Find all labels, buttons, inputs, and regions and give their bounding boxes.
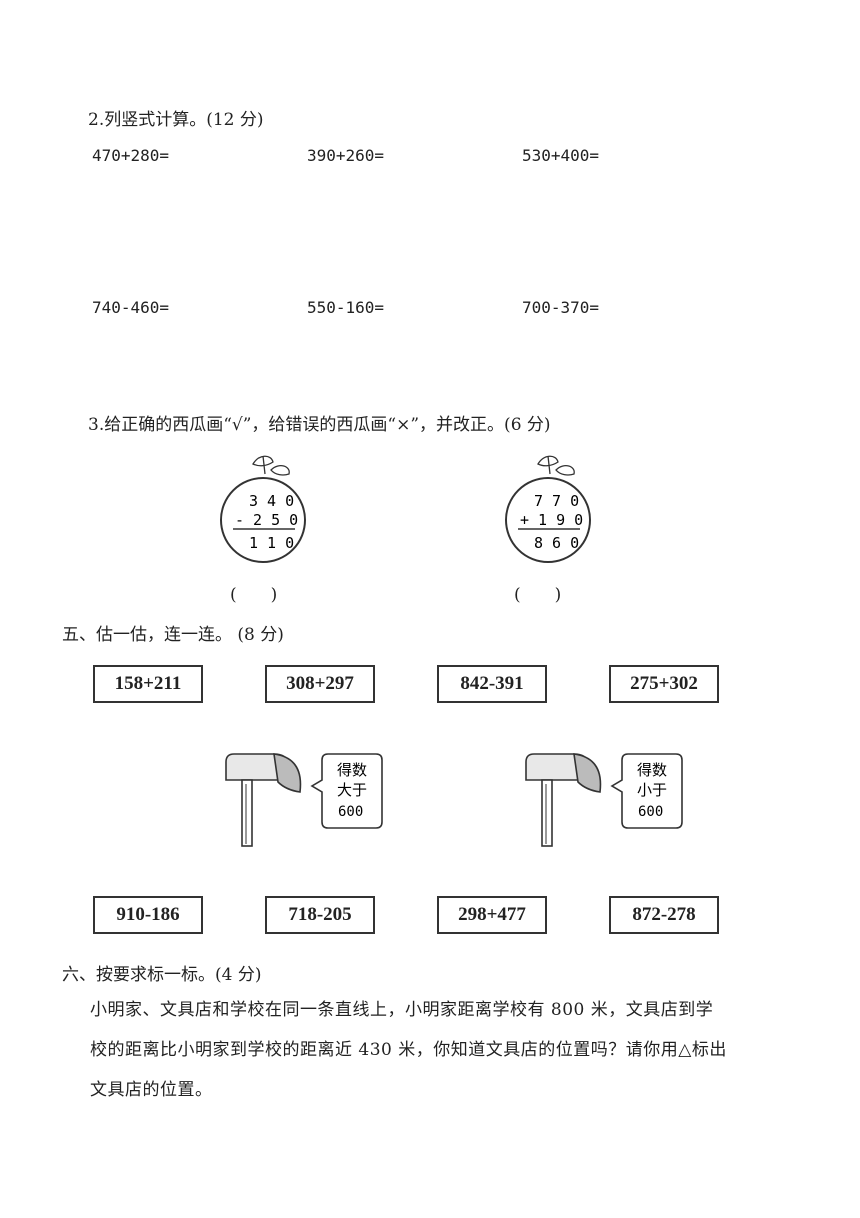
watermelon-2: 7 7 0 + 1 9 0 8 6 0 <box>505 455 591 563</box>
melon-result: 8 6 0 <box>534 534 579 552</box>
mailbox-icon <box>525 753 602 847</box>
expression-box[interactable]: 308+297 <box>265 665 375 703</box>
expression-box[interactable]: 718-205 <box>265 896 375 934</box>
melon-second-number: + 1 9 0 <box>520 511 583 529</box>
svg-text:小于: 小于 <box>637 781 667 799</box>
expression-box[interactable]: 158+211 <box>93 665 203 703</box>
watermelon-1: 3 4 0 - 2 5 0 1 1 0 <box>220 455 306 563</box>
q5-title: 五、估一估，连一连。 (8 分) <box>62 625 284 645</box>
expression-box[interactable]: 298+477 <box>437 896 547 934</box>
melon-result: 1 1 0 <box>249 534 294 552</box>
q6-text-line: 小明家、文具店和学校在同一条直线上，小明家距离学校有 800 米，文具店到学 <box>90 1000 714 1020</box>
melon-top-number: 3 4 0 <box>249 492 294 510</box>
mailbox-icon <box>225 753 302 847</box>
expression-box[interactable]: 872-278 <box>609 896 719 934</box>
svg-text:得数: 得数 <box>337 761 367 779</box>
answer-bracket[interactable]: ( ) <box>230 585 278 605</box>
q6-title: 六、按要求标一标。(4 分) <box>62 965 262 985</box>
expression-box[interactable]: 842-391 <box>437 665 547 703</box>
speech-bubble: 得数 大于 600 <box>310 753 383 829</box>
svg-text:大于: 大于 <box>337 781 367 799</box>
calc-problem: 470+280= <box>92 146 170 165</box>
svg-text:得数: 得数 <box>637 761 667 779</box>
calc-problem: 390+260= <box>307 146 385 165</box>
mailbox-less[interactable]: 得数 小于 600 <box>520 748 690 850</box>
calc-problem: 740-460= <box>92 298 170 317</box>
svg-text:600: 600 <box>638 804 663 820</box>
q2-title: 2.列竖式计算。(12 分) <box>88 110 264 130</box>
melon-second-number: - 2 5 0 <box>235 511 298 529</box>
speech-bubble: 得数 小于 600 <box>610 753 683 829</box>
answer-bracket[interactable]: ( ) <box>514 585 562 605</box>
leaf-icon <box>537 455 575 476</box>
calc-problem: 700-370= <box>522 298 600 317</box>
q3-title: 3.给正确的西瓜画“√”，给错误的西瓜画“×”，并改正。(6 分) <box>88 415 551 435</box>
mailbox-greater[interactable]: 得数 大于 600 <box>220 748 390 850</box>
calc-problem: 550-160= <box>307 298 385 317</box>
melon-top-number: 7 7 0 <box>534 492 579 510</box>
svg-text:600: 600 <box>338 804 363 820</box>
q6-text-line: 文具店的位置。 <box>90 1080 213 1100</box>
expression-box[interactable]: 275+302 <box>609 665 719 703</box>
q6-text-line: 校的距离比小明家到学校的距离近 430 米，你知道文具店的位置吗？请你用△标出 <box>90 1040 727 1060</box>
leaf-icon <box>252 455 290 476</box>
calc-problem: 530+400= <box>522 146 600 165</box>
expression-box[interactable]: 910-186 <box>93 896 203 934</box>
